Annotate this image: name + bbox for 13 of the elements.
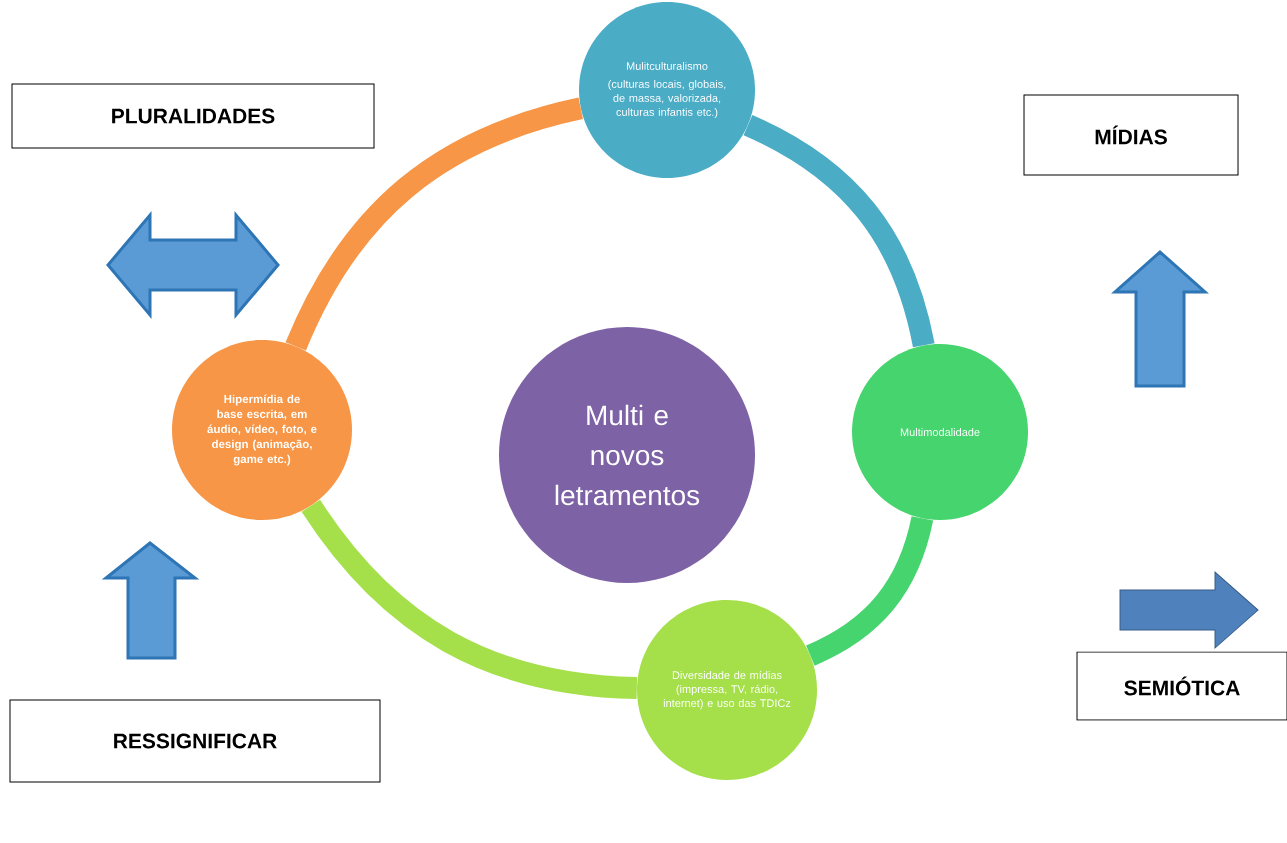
circle-node: Hipermídia de base escrita, em áudio, vídeo, foto, e design (animação, game etc.) — [172, 340, 352, 520]
ring-arc — [301, 499, 638, 700]
ring-arc — [285, 97, 584, 351]
label-box: RESSIGNIFICAR — [9, 699, 381, 783]
label-box: PLURALIDADES — [11, 83, 375, 149]
circle-node: Multi e novos letramentos — [499, 327, 755, 583]
circle-node: Mulitculturalismo (culturas locais, globais, de massa, valorizada, culturas infantis etc.) — [579, 2, 755, 178]
label-box: MÍDIAS — [1023, 94, 1239, 176]
circle-node: Multimodalidade — [852, 344, 1028, 520]
ring-arc — [743, 115, 935, 348]
circle-node: Diversidade de mídias (impressa, TV, rádio, internet) e uso das TDICz — [637, 600, 817, 780]
label-box: SEMIÓTICA — [1076, 651, 1287, 721]
ring-arc — [805, 515, 934, 666]
